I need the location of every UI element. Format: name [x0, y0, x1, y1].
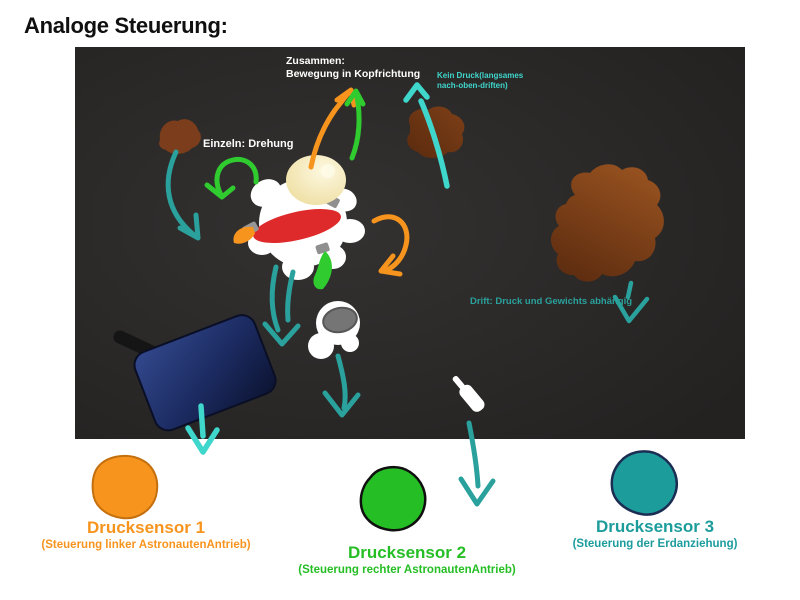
pressure-sensor-2-label: Drucksensor 2 (Steuerung rechter Astrona… — [287, 543, 527, 577]
astronaut-strap — [315, 242, 330, 255]
dustpan-body — [133, 314, 277, 432]
cup-icon — [308, 301, 360, 359]
arrow-left-asteroid-down — [165, 149, 201, 241]
label-drift-gravity: Drift: Druck und Gewichts abhängig — [470, 296, 633, 307]
bottle-icon — [452, 375, 485, 412]
arrow-cyan-up-no-pressure — [403, 82, 450, 189]
sensor-3-description: (Steuerung der Erdanziehung) — [572, 538, 738, 550]
label-single-rotation: Einzeln: Drehung — [203, 138, 294, 150]
pressure-sensor-2-blob — [359, 465, 427, 532]
arrow-teal-down-left-of-cup — [262, 264, 301, 347]
asteroid-large-right-icon — [550, 164, 664, 282]
astronaut-head — [286, 155, 346, 205]
arrow-green-up — [344, 88, 366, 161]
page-title: Analoge Steuerung: — [24, 13, 228, 38]
astronaut-head-highlight — [321, 164, 335, 178]
arrow-drift-down — [612, 280, 650, 324]
arrow-teal-down-to-sensor2 — [458, 420, 496, 507]
label-no-pressure-drift: Kein Druck(langsames nach-oben-driften) — [437, 71, 524, 90]
sensor-1-description: (Steuerung linker AstronautenAntrieb) — [41, 539, 251, 551]
pressure-sensor-1-label: Drucksensor 1 (Steuerung linker Astronau… — [26, 518, 266, 552]
arrow-orange-clockwise — [371, 214, 410, 277]
astronaut-red-stripe — [253, 209, 341, 243]
pressure-sensor-3-label: Drucksensor 3 (Steuerung der Erdanziehun… — [535, 517, 775, 551]
astronaut-icon — [233, 155, 365, 290]
arrow-rotation-green — [204, 156, 259, 200]
pressure-sensor-1-blob — [91, 454, 159, 520]
dustpan-icon — [113, 314, 277, 432]
sensor-1-name: Drucksensor 1 — [86, 518, 206, 537]
thruster-flame-bottom-icon — [313, 251, 332, 290]
thruster-flame-left-icon — [233, 226, 255, 244]
label-together-movement: Zusammen: Bewegung in Kopfrichtung — [286, 55, 421, 80]
arrow-teal-down-below-cup — [322, 353, 361, 418]
sensor-3-name: Drucksensor 3 — [595, 517, 715, 536]
dustpan-handle — [113, 330, 159, 359]
pressure-sensor-3-blob — [610, 450, 679, 516]
sensor-2-description: (Steuerung rechter AstronautenAntrieb) — [298, 564, 516, 576]
arrow-cyan-down-to-sensor1 — [185, 403, 220, 455]
arrow-orange-up — [308, 87, 357, 170]
asteroid-small-left-icon — [159, 119, 201, 154]
sensor-2-name: Drucksensor 2 — [347, 543, 467, 562]
